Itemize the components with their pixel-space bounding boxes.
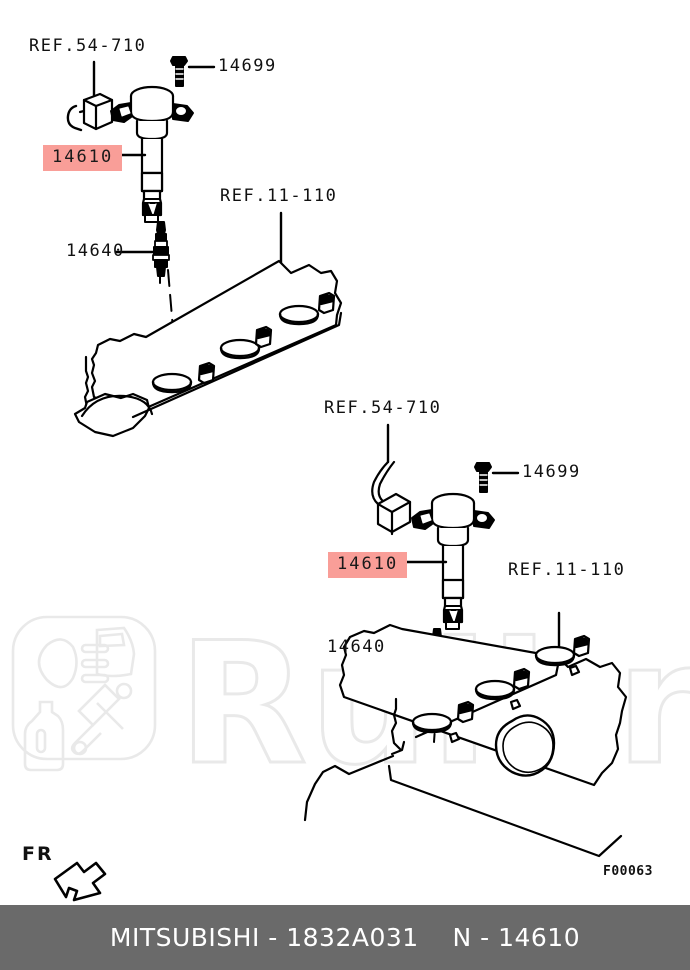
drawing-code-label: F00063 [603, 864, 653, 879]
callout-ref-11-110-lower: REF.11-110 [508, 560, 626, 580]
callout-ref-11-110-upper: REF.11-110 [220, 186, 338, 206]
callout-14610-lower: 14610 [328, 552, 408, 578]
callout-14640-lower: 14640 [327, 637, 386, 657]
footer-text: MITSUBISHI - 1832A031 N - 14610 [109, 923, 581, 952]
callout-14699-lower: 14699 [522, 462, 581, 482]
fr-orientation-label: FR [22, 843, 54, 865]
callout-ref-54-710-upper: REF.54-710 [29, 36, 147, 56]
callout-14699-upper: 14699 [218, 56, 277, 76]
callout-14640-upper: 14640 [66, 241, 125, 261]
callout-ref-54-710-lower: REF.54-710 [324, 398, 442, 418]
callout-14610-upper: 14610 [43, 145, 123, 171]
footer-bar: MITSUBISHI - 1832A031 N - 14610 [0, 905, 690, 970]
